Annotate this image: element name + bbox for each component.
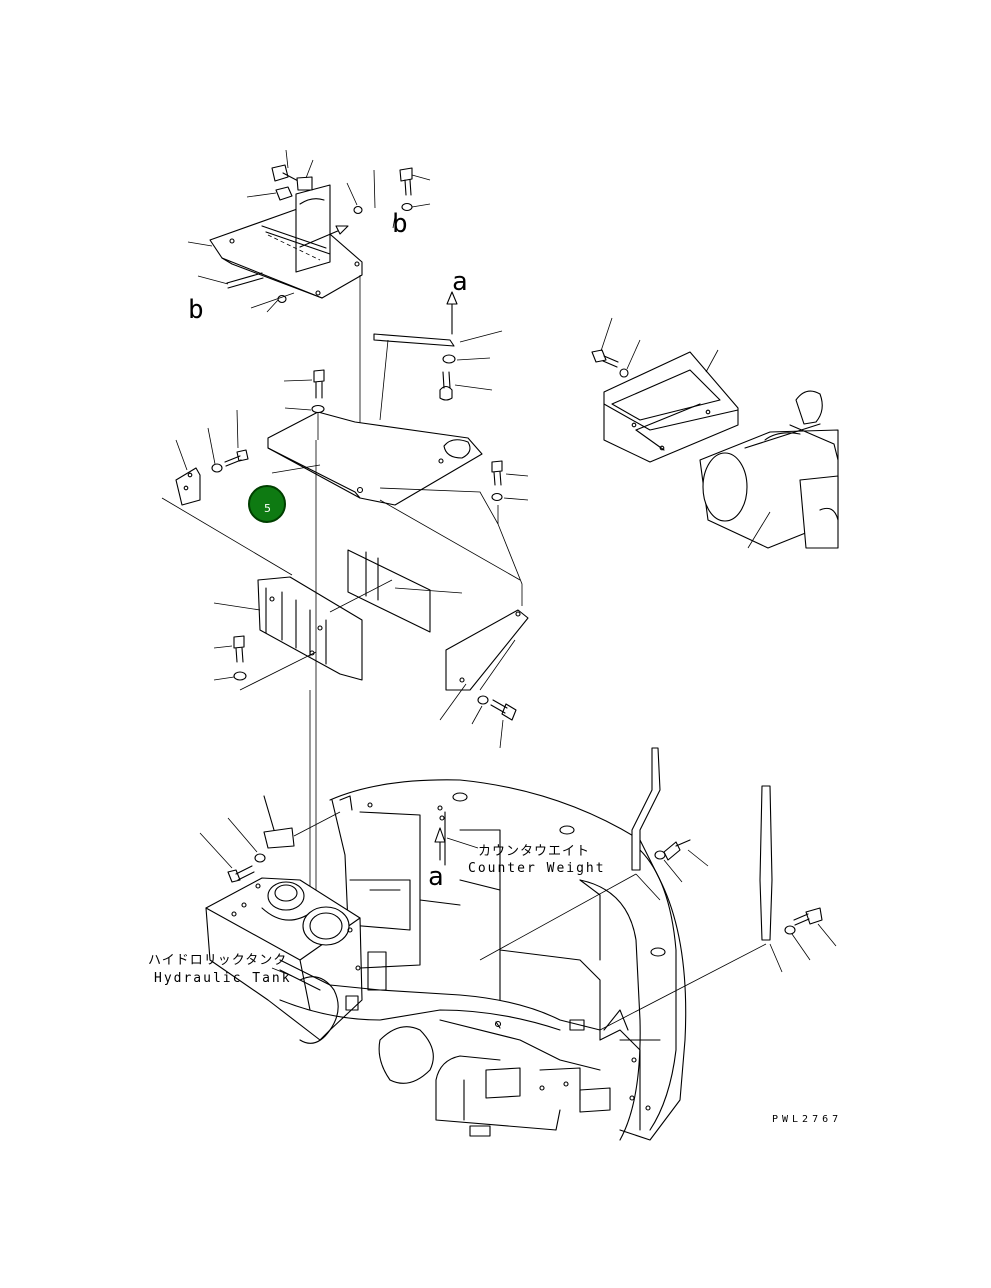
- hydraulic-tank-label-jp: ハイドロリックタンク: [148, 953, 287, 968]
- callout-number: 5: [264, 502, 271, 515]
- counterweight-frame: [329, 779, 687, 1141]
- right-stays: [479, 747, 837, 1031]
- ref-letter-a-lower: a: [428, 862, 444, 892]
- link-rod: [373, 291, 503, 421]
- hydraulic-tank: [199, 795, 387, 1041]
- revolving-frame: [279, 959, 661, 1137]
- air-cleaner-cover: [591, 317, 739, 463]
- cover-plate: [267, 369, 529, 525]
- ref-letter-b-left: b: [188, 295, 204, 325]
- counterweight-label-en: Counter Weight: [468, 861, 606, 876]
- hydraulic-tank-label-en: Hydraulic Tank: [154, 971, 292, 986]
- ref-letter-b-top: b: [392, 209, 408, 239]
- callout-badge[interactable]: 5: [248, 485, 286, 523]
- lower-right-bracket: [379, 499, 529, 749]
- drawing-code: PWL2767: [772, 1114, 842, 1125]
- top-bracket-assembly: [187, 149, 431, 493]
- ribbed-bracket: [213, 576, 393, 691]
- air-cleaner-body: [699, 390, 839, 549]
- side-panel: [347, 549, 463, 633]
- counterweight-label-jp: カウンタウエイト: [478, 844, 590, 859]
- small-left-bracket: [161, 409, 293, 576]
- ref-letter-a-top: a: [452, 267, 468, 297]
